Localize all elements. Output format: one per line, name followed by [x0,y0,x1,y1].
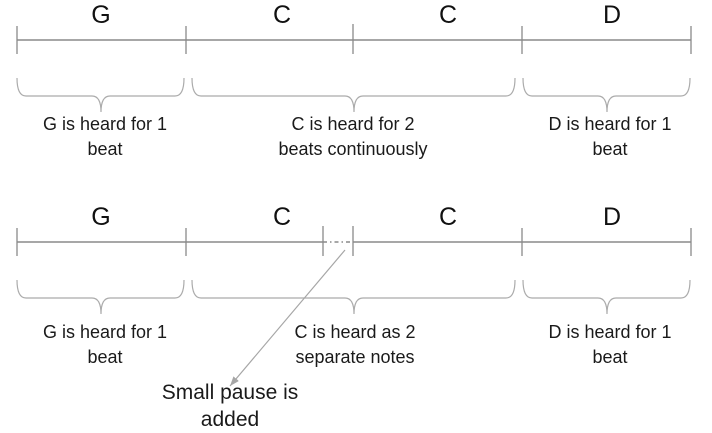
caption-g-bottom: G is heard for 1 beat [0,320,215,370]
chord-label-c2: C [438,1,458,29]
caption-g-top: G is heard for 1 beat [0,112,215,162]
caption-line: C is heard for 2 [291,114,415,134]
caption-line: beat [592,347,628,367]
chord-label-d: D [602,203,622,231]
chord-label-c1: C [272,203,292,231]
caption-line: separate notes [295,347,415,367]
caption-line: D is heard for 1 [548,322,672,342]
caption-line: beats continuously [278,139,428,159]
underbrace-g [16,279,185,315]
caption-line: beat [87,139,123,159]
caption-c-bottom: C is heard as 2 separate notes [245,320,465,370]
annotation-line: added [200,408,260,431]
underbrace-d [522,77,691,113]
pause-arrow [229,249,346,387]
chord-label-g: G [91,1,111,29]
caption-c-top: C is heard for 2 beats continuously [243,112,463,162]
chord-label-c2: C [438,203,458,231]
pause-annotation: Small pause is added [120,379,340,433]
caption-line: beat [87,347,123,367]
bottom-timeline-group [16,226,692,387]
caption-line: C is heard as 2 [294,322,416,342]
chord-label-d: D [602,1,622,29]
caption-line: beat [592,139,628,159]
underbrace-d [522,279,691,315]
underbrace-c [191,279,516,315]
caption-line: G is heard for 1 [42,322,168,342]
top-timeline-group [16,24,692,113]
caption-d-top: D is heard for 1 beat [500,112,712,162]
chord-label-c1: C [272,1,292,29]
underbrace-c [191,77,516,113]
chord-label-g: G [91,203,111,231]
annotation-line: Small pause is [161,381,299,404]
caption-d-bottom: D is heard for 1 beat [500,320,712,370]
caption-line: D is heard for 1 [548,114,672,134]
underbrace-g [16,77,185,113]
caption-line: G is heard for 1 [42,114,168,134]
